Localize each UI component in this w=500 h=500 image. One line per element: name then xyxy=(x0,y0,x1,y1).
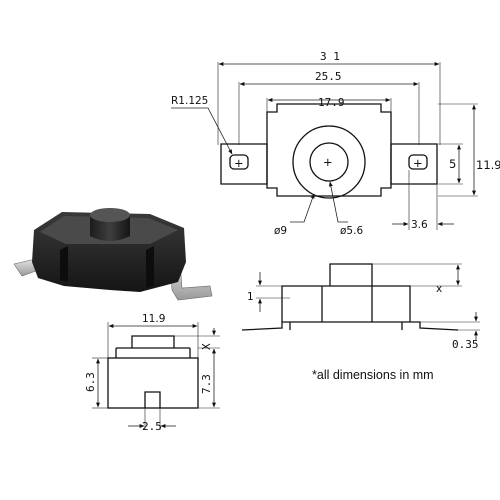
dim-terminal-width: 3.6 xyxy=(411,219,428,231)
front-dim-width: 11.9 xyxy=(142,313,165,325)
button-center-plus: + xyxy=(323,155,333,169)
right-terminal-plus: + xyxy=(413,156,423,170)
dim-terminal-height: 5 xyxy=(449,157,456,171)
left-terminal-plus: + xyxy=(234,156,244,170)
switch-cap xyxy=(90,216,130,241)
front-dim-slot-width: 2.5 xyxy=(142,420,162,433)
dim-body-width: 17.9 xyxy=(318,96,345,109)
front-view-slot xyxy=(144,391,161,408)
outer-ring-circle xyxy=(292,125,366,199)
top-view: + + + 3 1 25.5 17.9 11.9 5 xyxy=(171,50,500,237)
button-diameter-leader xyxy=(328,181,348,223)
side-view-lead xyxy=(241,321,459,331)
front-dim-x: X xyxy=(200,343,213,350)
dim-total-width: 3 1 xyxy=(320,50,340,63)
radius-leader xyxy=(171,107,233,155)
front-view-body xyxy=(107,357,199,409)
side-view: 1 x 0.35 xyxy=(241,263,480,351)
left-terminal-slot xyxy=(229,154,249,170)
dim-button-diameter: ø5.6 xyxy=(340,225,363,237)
side-view-body xyxy=(281,285,411,322)
dim-outer-diameter: ø9 xyxy=(274,225,287,237)
dim-corner-radius: R1.125 xyxy=(171,95,208,107)
side-view-button xyxy=(329,263,373,286)
button-circle xyxy=(309,142,349,182)
front-view: 11.9 6.3 7.3 X 2.5 xyxy=(84,313,220,433)
side-dim-x: x xyxy=(436,283,442,295)
units-note: *all dimensions in mm xyxy=(312,368,434,382)
outer-diameter-leader xyxy=(290,193,315,223)
top-view-body-outline xyxy=(266,103,392,197)
switch-cap-top xyxy=(90,208,130,222)
side-dim-step: 1 xyxy=(247,291,254,303)
front-view-button xyxy=(131,335,175,348)
side-dim-lead-thickness: 0.35 xyxy=(452,338,479,351)
dim-terminal-span: 25.5 xyxy=(315,70,342,83)
dim-height: 11.9 xyxy=(476,158,500,172)
right-terminal-slot xyxy=(408,154,428,170)
left-terminal-tab xyxy=(220,143,268,185)
front-dim-total-height: 7.3 xyxy=(200,374,213,394)
switch-photo xyxy=(13,208,213,301)
front-dim-body-height: 6.3 xyxy=(84,372,97,392)
